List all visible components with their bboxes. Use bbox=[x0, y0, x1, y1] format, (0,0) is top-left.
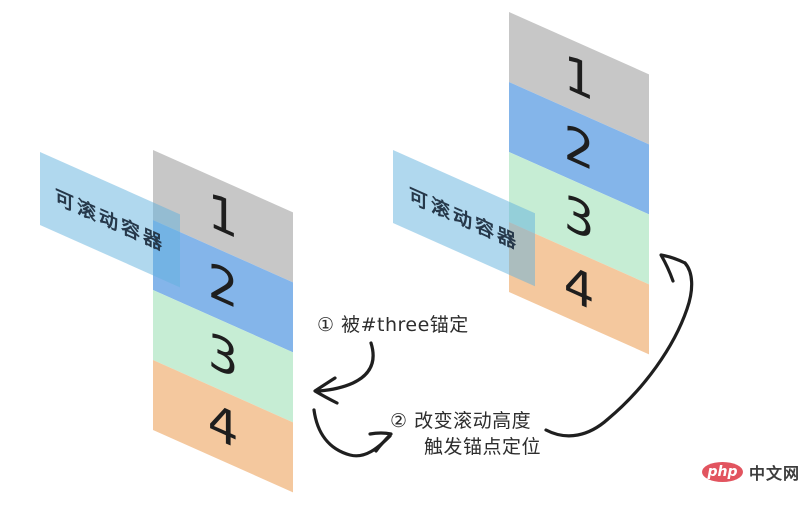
right-block-3-label: 3 bbox=[563, 183, 595, 253]
left-content-stack: 1 2 3 4 bbox=[153, 150, 293, 493]
right-block-4-label: 4 bbox=[563, 253, 595, 323]
left-block-1-label: 1 bbox=[207, 181, 239, 251]
arrowhead-right-icon bbox=[659, 253, 687, 283]
arrowhead-left-icon bbox=[313, 376, 339, 405]
left-block-3-label: 3 bbox=[207, 321, 239, 391]
php-logo-badge: php bbox=[702, 462, 743, 482]
annotation-step2-line1: ② 改变滚动高度 bbox=[390, 410, 532, 432]
right-block-2-label: 2 bbox=[563, 113, 595, 183]
arrow-step1-to-left-stack bbox=[313, 341, 375, 405]
annotation-step1: ① 被#three锚定 bbox=[317, 314, 469, 336]
right-content-stack: 1 2 3 4 bbox=[509, 12, 649, 355]
arrowhead-step2-icon bbox=[368, 431, 393, 453]
php-logo-text: php bbox=[707, 464, 738, 480]
php-chinese-site-logo: php 中文网 bbox=[702, 460, 800, 484]
scroll-container-label-left: 可滚动容器 bbox=[54, 185, 165, 257]
left-block-4-label: 4 bbox=[207, 391, 239, 461]
annotation-step2-line2: 触发锚点定位 bbox=[424, 436, 542, 458]
logo-suffix-text: 中文网 bbox=[749, 464, 800, 483]
right-block-1-label: 1 bbox=[563, 43, 595, 113]
arrow-to-step2 bbox=[312, 408, 393, 458]
scroll-container-label-right: 可滚动容器 bbox=[408, 184, 519, 256]
left-block-2-label: 2 bbox=[207, 251, 239, 321]
annotation-step2: ② 改变滚动高度 触发锚点定位 bbox=[390, 408, 541, 460]
